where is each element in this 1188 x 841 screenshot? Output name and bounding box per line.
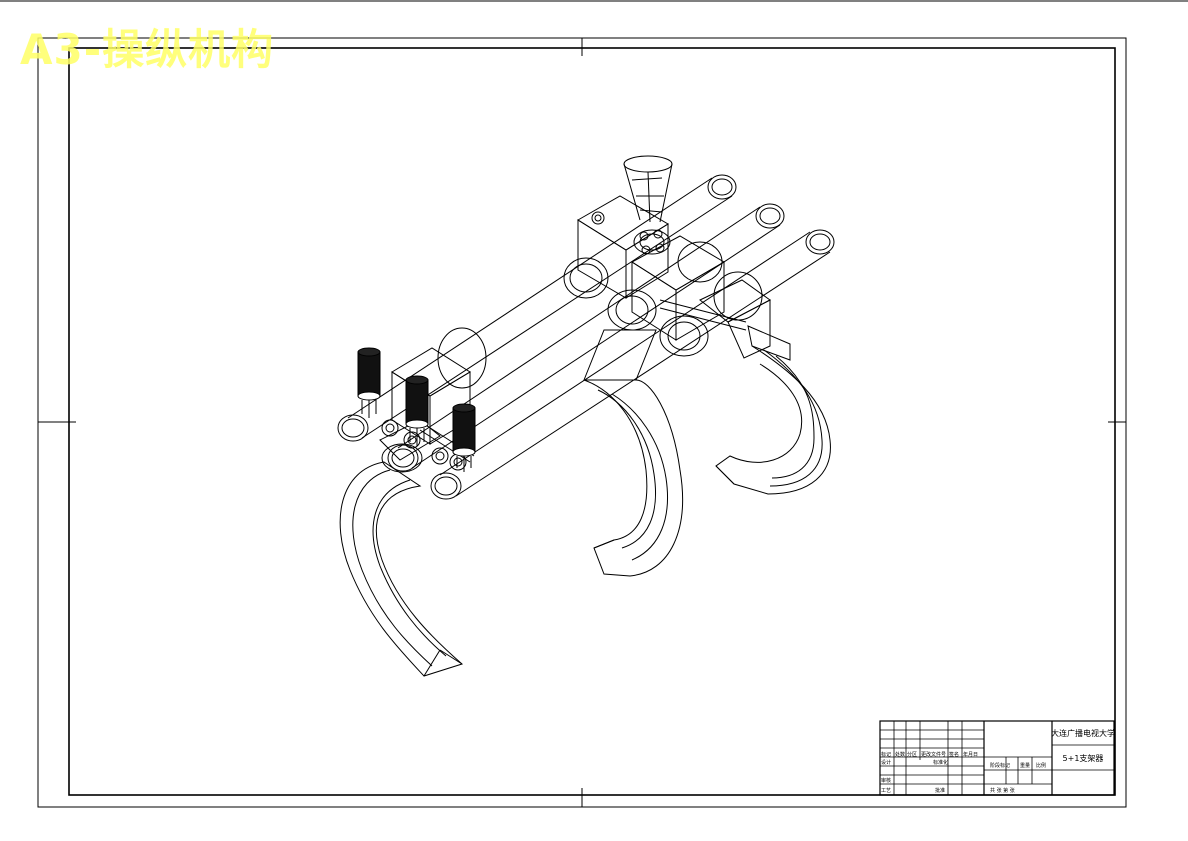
- scale-label: 比例: [1036, 762, 1046, 769]
- top-funnel: [623, 155, 673, 255]
- hook-tine-3: [715, 325, 831, 495]
- weight-label: 重量: [1020, 762, 1030, 769]
- central-housing: [563, 195, 669, 299]
- reviewer-label: 审核: [881, 777, 891, 784]
- standardization-label: 标准化: [933, 759, 948, 766]
- shaft-2: [387, 203, 785, 472]
- outer-border: [37, 37, 1127, 808]
- process-label: 工艺: [881, 788, 891, 794]
- drawing-name: 5+1支架器: [1063, 753, 1104, 763]
- right-housing: [607, 235, 771, 359]
- handle-knob-3: [452, 403, 476, 472]
- hook-tine-1: [339, 461, 463, 677]
- row-label-change-doc: 更改文件号: [921, 751, 946, 758]
- designer-label: 设计: [881, 759, 891, 766]
- hook-tine-2: [583, 329, 684, 577]
- row-label-date: 年月日: [963, 751, 978, 758]
- university-name: 大连广播电视大学: [1051, 728, 1115, 738]
- stage-label: 阶段标记: [990, 762, 1010, 769]
- watermark-title: A3-操纵机构: [20, 25, 275, 74]
- row-label-zone: 分区: [907, 751, 917, 758]
- centering-marks: [38, 38, 1126, 807]
- approval-label: 批准: [935, 787, 945, 794]
- inner-frame: [68, 47, 1116, 796]
- sheets-label: 共 张 第 张: [990, 787, 1015, 794]
- handle-knob-2: [405, 375, 429, 446]
- handle-knobs: [357, 347, 476, 472]
- row-label-signature: 签名: [949, 751, 959, 758]
- shaft-3: [430, 229, 835, 500]
- handle-knob-1: [357, 347, 381, 418]
- title-block: [879, 720, 1115, 796]
- row-label-mark: 标记: [881, 751, 891, 758]
- title-block-text: 大连广播电视大学 5+1支架器 标记 处数 分区 更改文件号 签名 年月日 设计…: [881, 728, 1115, 794]
- row-label-count: 处数: [895, 751, 905, 758]
